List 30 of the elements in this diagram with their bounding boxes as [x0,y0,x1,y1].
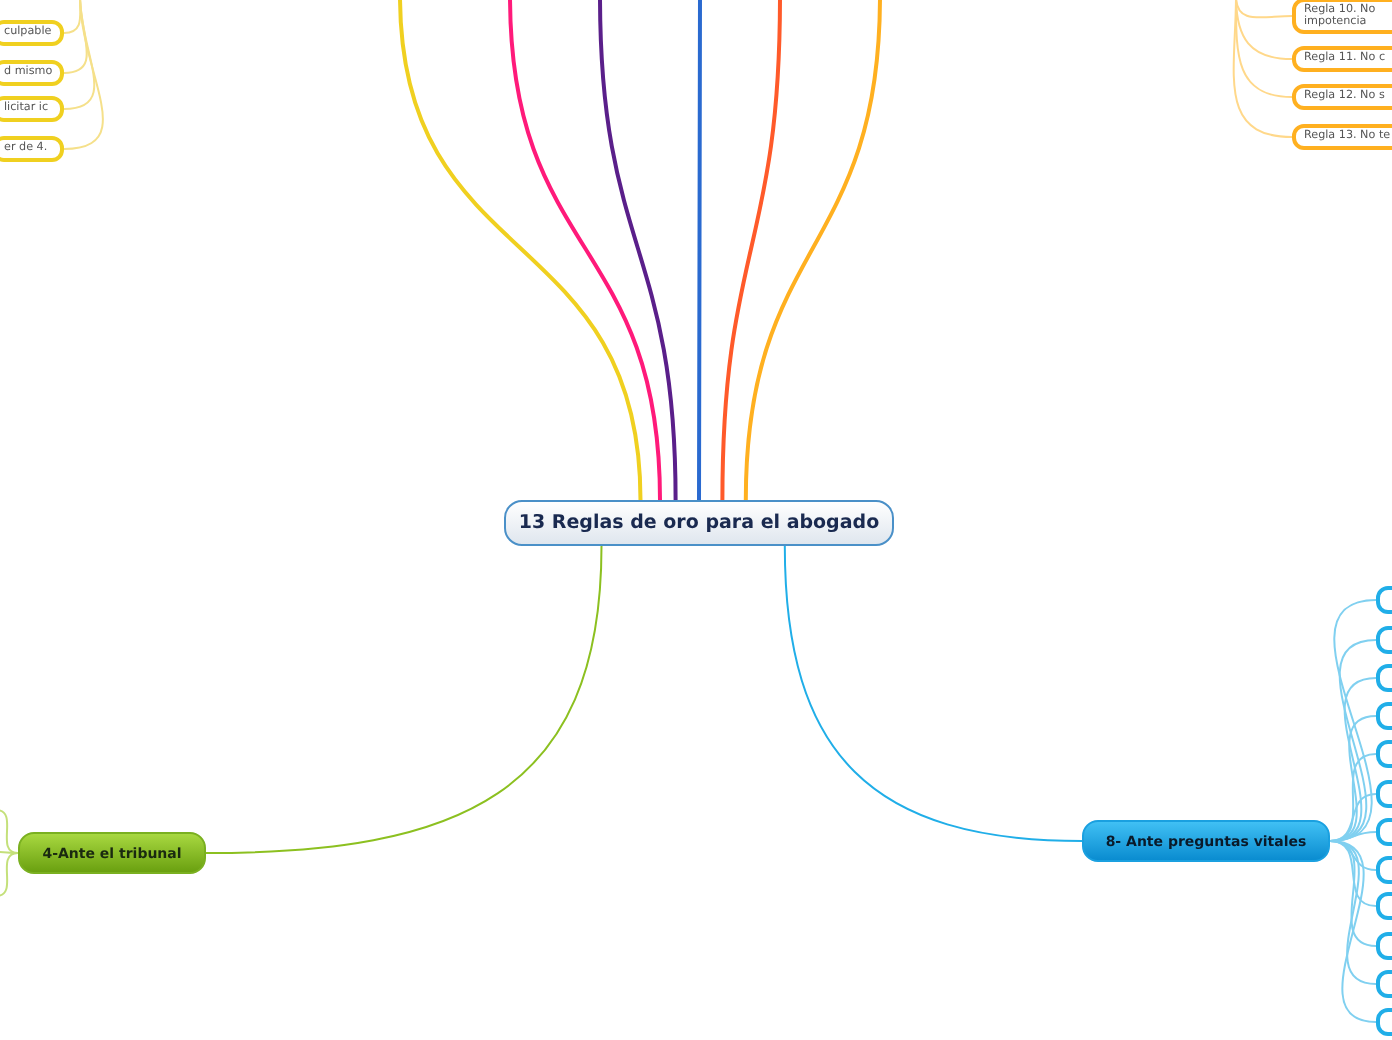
connector-line [0,809,19,854]
connector-line [1235,0,1293,19]
connector-line [205,545,603,854]
subtopic-box [0,20,64,46]
subtopic-box [1292,0,1392,34]
connector-line [1329,793,1377,842]
subtopic-box [1292,84,1392,110]
connector-line [1329,840,1377,907]
branch-topic [18,832,206,874]
connector-line [63,0,104,150]
connector-line [1329,840,1377,1023]
subtopic-box [0,136,64,162]
subtopic-box [0,96,64,122]
connector-line [1329,599,1377,842]
subtopic-box [1292,46,1392,72]
connector-line [63,0,96,110]
branch-topic [1082,820,1330,862]
connector-line [697,0,702,500]
central-topic [504,500,894,546]
connector-line [783,545,1083,842]
subtopic-box [1292,124,1392,150]
connector-line [598,0,678,501]
topic-text: 13 Reglas de oro para el abogado [518,512,880,534]
connector-line [1232,0,1293,138]
connector-line [398,0,643,501]
connector-line [508,0,662,501]
subtopic-box [0,60,64,86]
connector-line [0,852,19,897]
connector-line [720,0,782,501]
connector-line [743,0,882,501]
